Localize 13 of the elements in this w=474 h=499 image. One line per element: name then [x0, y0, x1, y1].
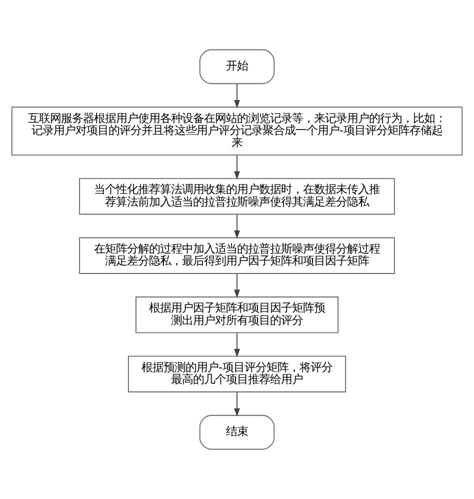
node-box: 根据用户因子矩阵和项目因子矩阵预测出用户对所有项目的评分 — [135, 296, 339, 334]
node-box: 开始 — [199, 49, 275, 84]
node-box: 根据预测的用户-项目评分矩阵，将评分最高的几个项目推荐给用户 — [128, 356, 346, 392]
node-box: 互联网服务器根据用户使用各种设备在网站的浏览记录等，来记录用户的行为，比如：记录用户对项目的评分并且将这些用户评分记录聚合成一个用户-项目评分矩阵存储起来 — [11, 106, 463, 156]
node-box: 结束 — [199, 414, 275, 450]
arrow — [234, 273, 240, 298]
node-box: 在矩阵分解的过程中加入适当的拉普拉斯噪声使得分解过程满足差分隐私，最后得到用户因子矩阵和项目因子矩阵 — [79, 237, 395, 274]
arrow — [234, 214, 240, 239]
arrow — [234, 83, 240, 108]
arrow — [234, 154, 240, 180]
node-box: 当个性化推荐算法调用收集的用户数据时，在数据未传入推荐算法前加入适当的拉普拉斯噪声使得其满足差分隐私 — [79, 178, 395, 215]
arrow — [234, 332, 240, 358]
arrow — [234, 391, 240, 417]
